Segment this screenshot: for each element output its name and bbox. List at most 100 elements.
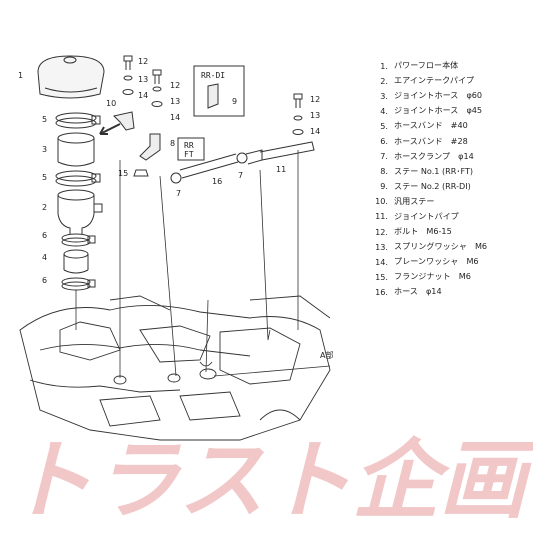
callout-6b: 6 <box>42 276 47 285</box>
bolt-stack-right <box>292 93 304 135</box>
hose-band-40-lower <box>55 170 101 187</box>
hose-band-40-upper <box>55 112 101 129</box>
variant-box-rr-di <box>193 65 245 117</box>
callout-13c: 13 <box>310 111 320 120</box>
legend-item-number: 11. <box>375 211 388 222</box>
callout-3: 3 <box>42 145 47 154</box>
hose-band-28-lower <box>61 277 96 291</box>
legend-item: 14. プレーンワッシャ M6 <box>368 254 528 269</box>
joint-hose-60 <box>57 132 95 167</box>
callout-4: 4 <box>42 253 47 262</box>
variant-label-rr-di: RR-DI <box>201 71 225 80</box>
bolt-stack-left <box>122 55 134 95</box>
general-stay <box>113 111 135 131</box>
legend-item: 6. ホースバンド #28 <box>368 133 528 148</box>
legend-item-name: ボルト M6-15 <box>394 226 452 237</box>
callout-7a: 7 <box>176 189 181 198</box>
legend-item: 15. フランジナット M6 <box>368 269 528 284</box>
stay-no2 <box>207 83 219 109</box>
legend-item-name: ジョイントパイプ <box>394 210 459 221</box>
legend-item-name: ホースバンド #28 <box>394 135 468 146</box>
legend-item-number: 8. <box>380 166 388 177</box>
legend-item-name: ホースクランプ φ14 <box>394 150 474 161</box>
legend-item: 10. 汎用ステー <box>368 194 528 209</box>
legend-item-name: スプリングワッシャ M6 <box>394 241 488 252</box>
legend-item-number: 3. <box>380 90 388 101</box>
legend-item: 16. ホース φ14 <box>368 284 528 299</box>
legend-item-name: プレーンワッシャ M6 <box>394 256 479 267</box>
legend-item-number: 6. <box>380 136 388 147</box>
callout-7b: 7 <box>238 171 243 180</box>
legend-item-name: ホース φ14 <box>394 286 442 297</box>
leader-lines <box>75 150 331 378</box>
legend-item-name: 汎用ステー <box>394 195 435 206</box>
callout-9: 9 <box>232 97 237 106</box>
callout-14c: 14 <box>310 127 320 136</box>
legend-item: 5. ホースバンド #40 <box>368 118 528 133</box>
legend-item-number: 1. <box>380 60 388 71</box>
callout-14a: 14 <box>138 91 148 100</box>
variant-box-rr-ft <box>177 137 205 161</box>
stay-no1 <box>139 133 161 161</box>
callout-13a: 13 <box>138 75 148 84</box>
hose-band-28-upper <box>61 233 96 247</box>
callout-6a: 6 <box>42 231 47 240</box>
legend-item: 2. エアインテークパイプ <box>368 73 528 88</box>
power-flow-body <box>37 55 105 99</box>
callout-16: 16 <box>212 177 222 186</box>
callout-13b: 13 <box>170 97 180 106</box>
legend-item: 1. パワーフロー本体 <box>368 58 528 73</box>
legend-item: 3. ジョイントホース φ60 <box>368 88 528 103</box>
legend-item-name: パワーフロー本体 <box>394 60 459 71</box>
legend-item-name: ホースバンド #40 <box>394 120 468 131</box>
legend-item-name: フランジナット M6 <box>394 271 471 282</box>
legend-item: 12. ボルト M6-15 <box>368 224 528 239</box>
legend-item: 7. ホースクランプ φ14 <box>368 149 528 164</box>
legend-item-name: ステー No.1 (RR･FT) <box>394 165 474 176</box>
legend-item: 11. ジョイントパイプ <box>368 209 528 224</box>
variant-label-rr: RR <box>184 141 194 150</box>
legend-item-name: ジョイントホース φ60 <box>394 90 483 101</box>
callout-1: 1 <box>18 71 23 80</box>
parts-legend: 1. パワーフロー本体 2. エアインテークパイプ 3. ジョイントホース φ60 4. ジョ… <box>368 58 528 300</box>
legend-item-number: 12. <box>375 226 388 237</box>
callout-8: 8 <box>170 139 175 148</box>
callout-12a: 12 <box>138 57 148 66</box>
legend-item-number: 7. <box>380 151 388 162</box>
flange-nut <box>133 169 149 177</box>
callout-14b: 14 <box>170 113 180 122</box>
engine-bay <box>19 295 331 441</box>
callout-10: 10 <box>106 99 116 108</box>
callout-15: 15 <box>118 169 128 178</box>
callout-2: 2 <box>42 203 47 212</box>
legend-item-number: 9. <box>380 181 388 192</box>
air-intake-pipe <box>57 189 103 234</box>
legend-item-number: 2. <box>380 75 388 86</box>
legend-item: 9. ステー No.2 (RR-DI) <box>368 179 528 194</box>
detail-label-a: A部 <box>320 350 333 360</box>
legend-item-number: 16. <box>375 286 388 297</box>
legend-item-number: 5. <box>380 120 388 131</box>
callout-5b: 5 <box>42 173 47 182</box>
callout-12b: 12 <box>170 81 180 90</box>
legend-item-name: ジョイントホース φ45 <box>394 105 483 116</box>
legend-item-number: 13. <box>375 241 388 252</box>
legend-item-name: エアインテークパイプ <box>394 75 475 86</box>
joint-hose-45 <box>63 249 89 274</box>
legend-item-number: 10. <box>375 196 388 207</box>
legend-item-number: 14. <box>375 256 388 267</box>
direction-arrow <box>99 123 121 135</box>
legend-item-name: ステー No.2 (RR-DI) <box>394 180 471 191</box>
callout-5a: 5 <box>42 115 47 124</box>
legend-item: 4. ジョイントホース φ45 <box>368 103 528 118</box>
callout-12c: 12 <box>310 95 320 104</box>
variant-label-ft: FT <box>184 150 194 159</box>
legend-item-number: 4. <box>380 105 388 116</box>
legend-item-number: 15. <box>375 271 388 282</box>
bolt-stack-mid <box>151 69 163 107</box>
legend-item: 8. ステー No.1 (RR･FT) <box>368 164 528 179</box>
callout-11: 11 <box>276 165 286 174</box>
hose-assembly <box>170 141 315 184</box>
legend-item: 13. スプリングワッシャ M6 <box>368 239 528 254</box>
